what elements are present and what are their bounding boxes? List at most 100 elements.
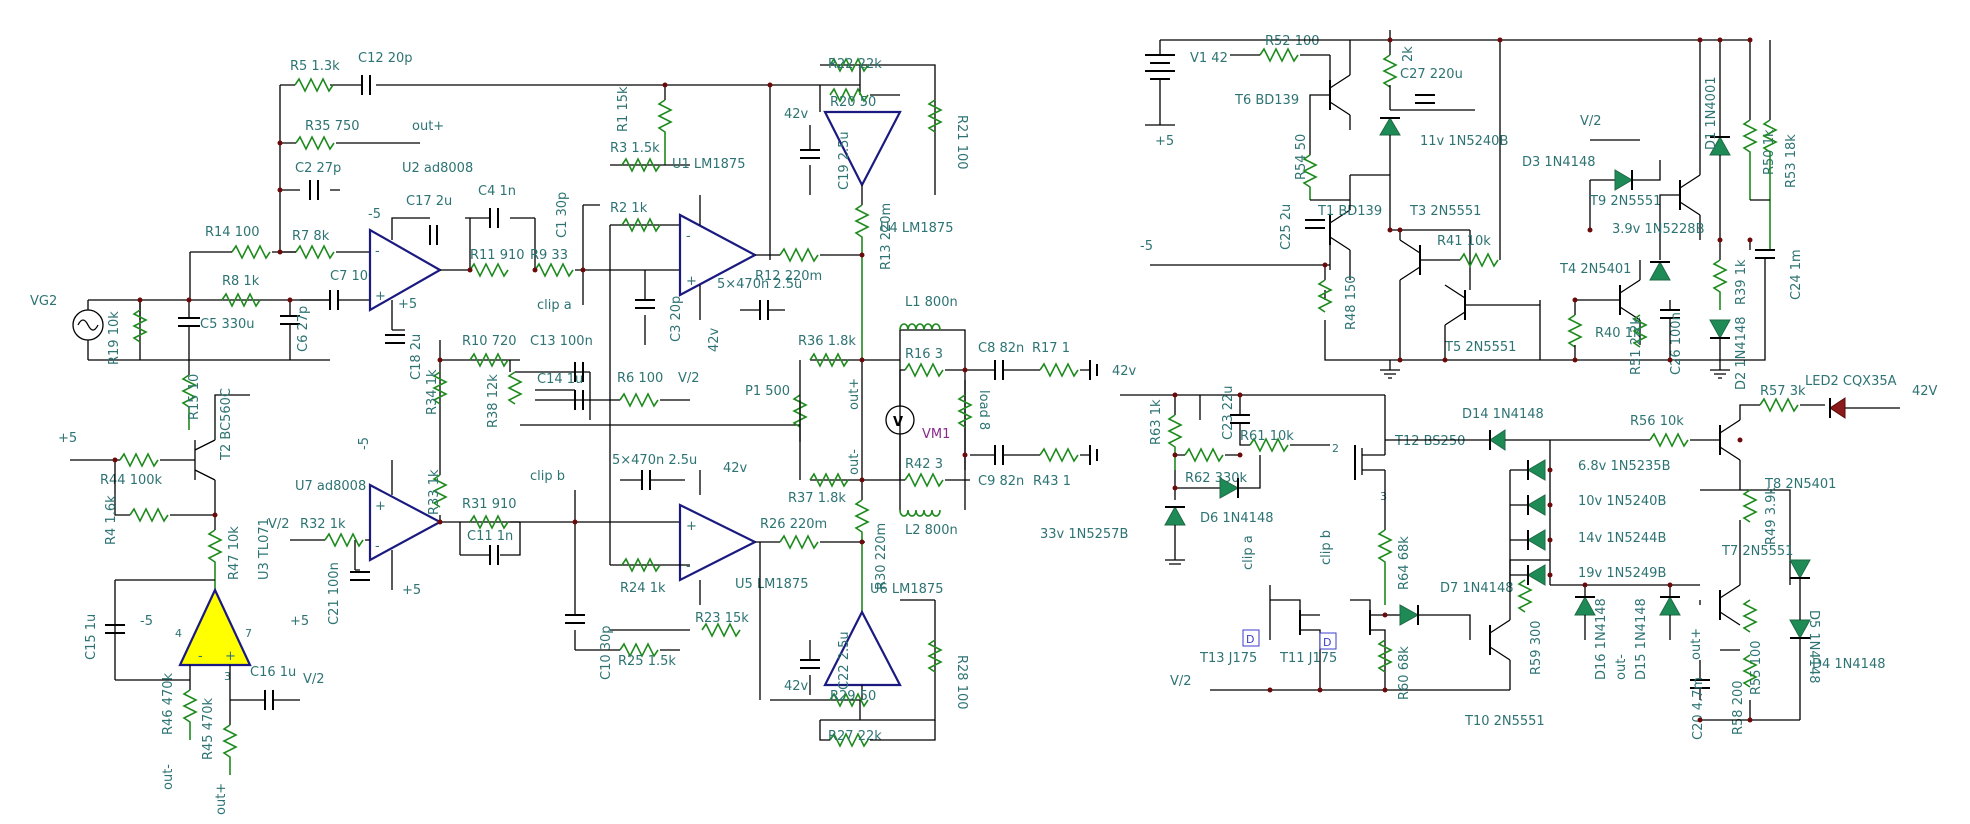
resistor-icon [829, 732, 869, 748]
label-r25: R25 1.5k [618, 654, 676, 669]
label-vh5: V/2 [1170, 674, 1192, 689]
label-c8: C8 82n [978, 341, 1024, 356]
label-p5b: +5 [58, 431, 77, 446]
label-t3: T3 2N5551 [1409, 204, 1481, 219]
label-led2: LED2 CQX35A [1805, 374, 1897, 389]
label-u6: U6 LM1875 [870, 582, 943, 597]
u2-minus: - [375, 244, 380, 259]
resistor-icon [829, 87, 869, 103]
label-outp4: out+ [1689, 628, 1704, 660]
u7-plus: + [375, 499, 386, 514]
label-d11: 11v 1N5240B [1420, 134, 1508, 149]
label-c20: C20 4.7m [1691, 677, 1706, 740]
label-r19: R19 10k [107, 311, 122, 365]
label-r35: R35 750 [305, 119, 360, 134]
diode-icon [1789, 559, 1811, 580]
resistor-icon [294, 77, 334, 93]
label-cx1: 5×470n 2.5u [717, 277, 802, 292]
label-clipb: clip b [530, 469, 565, 484]
resistor-icon [1259, 47, 1299, 63]
opamp-icon [823, 110, 902, 188]
label-clipb2: clip b [1319, 530, 1334, 565]
label-r42: R42 3 [905, 457, 943, 472]
resistor-icon [469, 352, 509, 368]
resistor-icon [207, 529, 223, 590]
label-load: load 8 [976, 390, 991, 430]
label-l1: L1 800n [905, 295, 958, 310]
diode-icon [1164, 505, 1186, 526]
u3-plus: + [225, 649, 236, 664]
label-r59: R59 300 [1529, 620, 1544, 675]
label-r11: R11 910 [470, 248, 525, 263]
label-d-a: D [1246, 633, 1254, 646]
capacitor-icon [385, 334, 405, 344]
capacitor-icon [429, 225, 438, 245]
label-r2: R2 1k [610, 201, 648, 216]
label-v42b: 42v [707, 327, 722, 352]
capacitor-icon [800, 149, 820, 159]
label-r21: R21 100 [954, 115, 969, 170]
label-t1: T1 BD139 [1317, 204, 1382, 219]
u7-minus: - [375, 539, 380, 554]
resistor-icon [829, 692, 869, 708]
label-pin7: 7 [245, 627, 252, 640]
label-vg2: VG2 [30, 294, 57, 309]
label-vh2: V/2 [268, 517, 290, 532]
label-r24: R24 1k [620, 581, 666, 596]
capacitor-icon [1305, 219, 1325, 229]
resistor-icon [904, 472, 944, 488]
resistor-icon [1517, 579, 1533, 613]
label-outm3: out- [1614, 654, 1629, 680]
opamp-icon [178, 587, 252, 667]
label-clipa2: clip a [1241, 535, 1256, 570]
label-r37: R37 1.8k [788, 491, 846, 506]
label-c19: C19 2.5u [837, 131, 852, 190]
transistor-icon [1299, 610, 1321, 690]
resistor-icon [779, 247, 819, 263]
label-r63: R63 1k [1149, 399, 1164, 445]
resistor-icon [132, 309, 148, 343]
capacitor-icon [264, 690, 274, 710]
label-d-box: D D [1242, 629, 1337, 650]
resistor-icon [534, 262, 574, 278]
diode-icon [1219, 477, 1240, 499]
capacitor-icon [178, 317, 200, 327]
label-p5a: +5 [398, 297, 417, 312]
resistor-icon [1742, 599, 1758, 633]
label-t5: T5 2N5551 [1444, 340, 1516, 355]
label-c24: C24 1m [1789, 249, 1804, 300]
label-r51: R51 2.2k [1629, 317, 1644, 375]
label-d5: D5 1N4148 [1806, 610, 1821, 684]
label-p5d: +5 [290, 614, 309, 629]
label-v42d: 42v [723, 461, 748, 476]
capacitor-icon [350, 571, 370, 581]
junction-dots [112, 82, 968, 545]
resistor-icon [182, 689, 198, 740]
label-r29: R29 50 [830, 689, 876, 704]
resistor-icon [1302, 154, 1318, 200]
capacitor-icon [641, 470, 651, 490]
label-pin4: 4 [175, 627, 182, 640]
label-c16: C16 1u [250, 665, 296, 680]
transistor-icon [1329, 74, 1351, 116]
transistor-icon [1399, 239, 1421, 281]
potentiometer-icon [507, 371, 523, 405]
diode-icon [1527, 494, 1546, 516]
resistor-icon [1317, 279, 1333, 313]
label-pin3: 3 [1380, 490, 1387, 503]
resistor-icon [809, 352, 849, 368]
resistor-icon [1649, 432, 1689, 448]
svg-text:V: V [893, 415, 903, 430]
label-c4: C4 1n [478, 184, 516, 199]
label-r17: R17 1 [1032, 341, 1070, 356]
label-r9: R9 33 [530, 248, 568, 263]
label-p1: P1 500 [745, 384, 790, 399]
label-pin3b: 3 [224, 670, 231, 683]
diode-icon [1659, 595, 1681, 616]
label-p5c: +5 [402, 583, 421, 598]
diode-icon [1489, 429, 1506, 451]
label-c11: C11 1n [467, 529, 513, 544]
resistor-icon [779, 534, 819, 550]
label-c10: C10 30p [599, 625, 614, 680]
resistor-icon [829, 57, 869, 73]
